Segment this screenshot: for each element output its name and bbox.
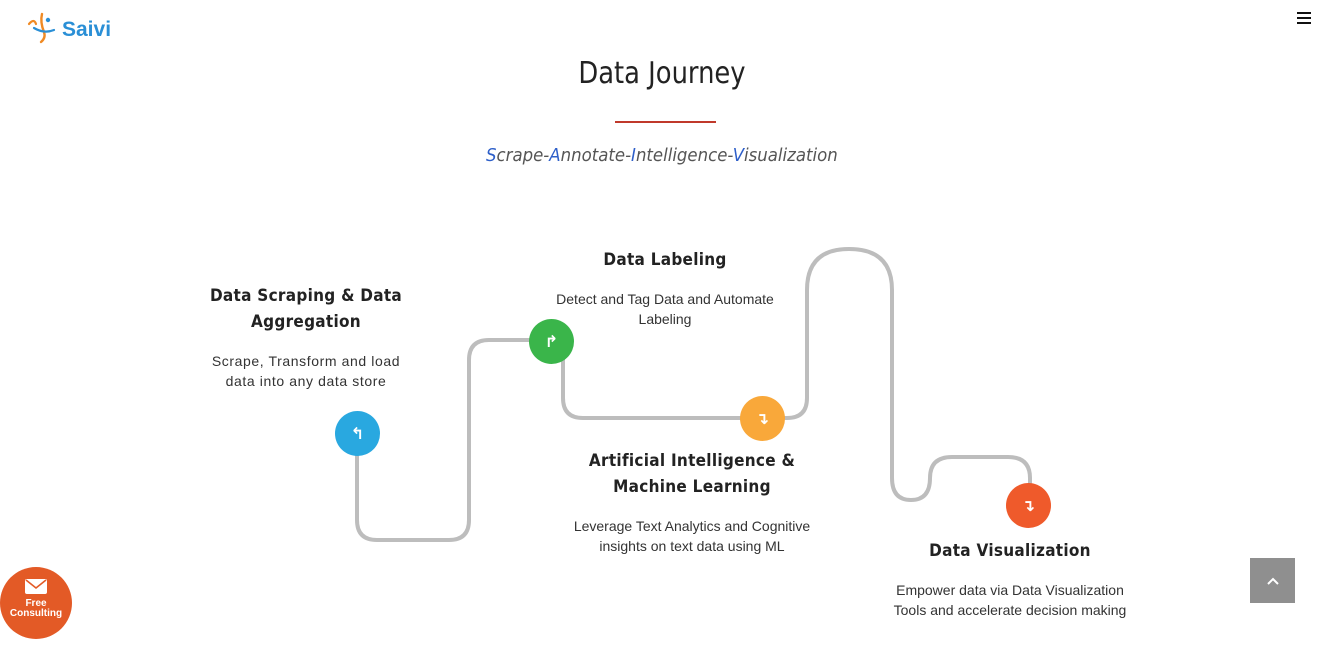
free-consulting-button[interactable]: Free Consulting: [0, 567, 72, 639]
title-underline: [615, 121, 716, 123]
logo-mark-icon: [27, 12, 56, 44]
journey-line: [355, 247, 1032, 542]
chevron-up-icon: [1266, 577, 1279, 585]
subtitle-segment: nnotate-: [560, 145, 632, 166]
subtitle-segment: I: [631, 145, 636, 166]
turn-up-arrow-icon[interactable]: ↰: [335, 411, 380, 456]
step-title-labeling: Data Labeling: [603, 250, 727, 270]
turn-down-arrow-icon[interactable]: ↴: [1006, 483, 1051, 528]
step-desc-ai-ml: Leverage Text Analytics and Cognitive in…: [573, 518, 811, 554]
step-desc-visualization: Empower data via Data Visualization Tool…: [893, 582, 1127, 618]
free-consulting-label: Free Consulting: [9, 598, 63, 619]
subtitle-segment: S: [486, 145, 497, 166]
subtitle-segment: isualization: [744, 145, 838, 166]
envelope-icon: [25, 579, 47, 594]
subtitle-segment: V: [732, 145, 745, 166]
scroll-to-top-button[interactable]: [1250, 558, 1295, 603]
step-desc-scraping: Scrape, Transform and load data into any…: [211, 353, 401, 389]
section-title: Data Journey: [578, 56, 746, 91]
subtitle-segment: crape-: [496, 145, 550, 166]
step-title-ai-ml: Artificial Intelligence & Machine Learni…: [588, 451, 796, 497]
turn-down-arrow-icon[interactable]: ↴: [740, 396, 785, 441]
turn-right-arrow-icon[interactable]: ↱: [529, 319, 574, 364]
logo[interactable]: Saivi: [26, 12, 111, 46]
subtitle-segment: A: [549, 145, 561, 166]
subtitle-segment: ntelligence-: [635, 145, 733, 166]
step-title-scraping: Data Scraping & Data Aggregation: [209, 286, 403, 332]
section-subtitle: Scrape-Annotate-Intelligence-Visualizati…: [53, 145, 1270, 166]
step-desc-labeling: Detect and Tag Data and Automate Labelin…: [556, 291, 774, 327]
step-title-visualization: Data Visualization: [929, 541, 1091, 561]
hamburger-menu-icon[interactable]: [1297, 12, 1311, 24]
logo-text: Saivi: [62, 18, 112, 41]
